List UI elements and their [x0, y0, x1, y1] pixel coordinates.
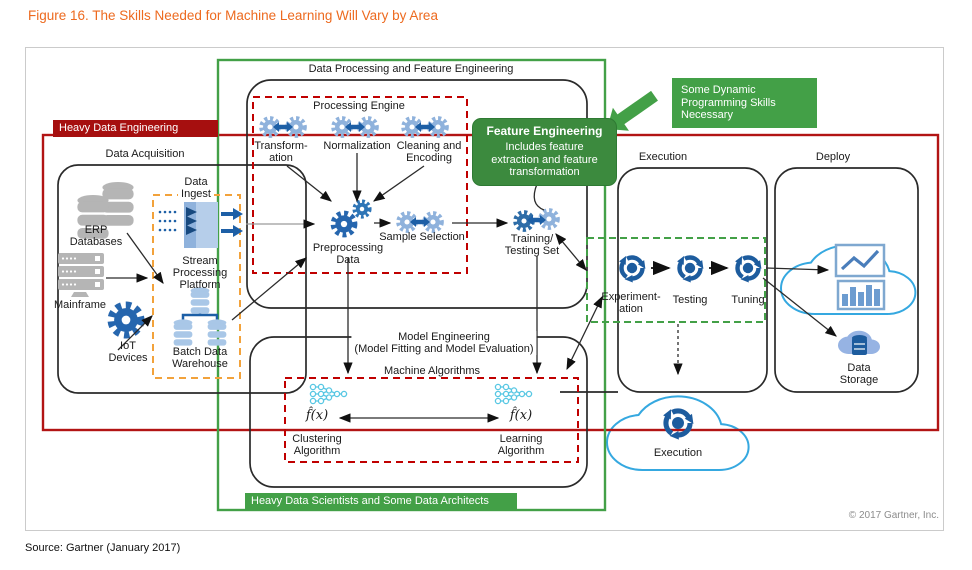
feature-engineering-callout: Feature Engineering Includes feature ext…	[472, 118, 617, 186]
training-testing-icon	[516, 211, 558, 230]
training-testing-label: Training/Testing Set	[504, 233, 560, 257]
bar-chart-icon	[836, 279, 886, 311]
clustering-network-icon	[309, 383, 348, 405]
data-ingest-title: Data Ingest	[178, 176, 214, 200]
execution-box	[617, 167, 768, 393]
stream-processing-icon	[158, 202, 243, 248]
dynamic-skills-callout: Some Dynamic Programming Skills Necessar…	[672, 78, 817, 128]
transformation-icon	[262, 119, 305, 136]
tuning-label: Tuning	[731, 294, 765, 306]
learning-network-icon	[494, 383, 533, 405]
data-ingest-box	[152, 194, 241, 379]
iot-devices-icon	[112, 306, 141, 335]
testing-icon	[677, 254, 706, 283]
heavy-data-engineering-banner: Heavy Data Engineering	[53, 120, 218, 137]
data-storage-icon	[838, 330, 880, 355]
callout-arrow	[607, 90, 658, 131]
tuning-icon	[735, 254, 764, 283]
mainframe-label: Mainframe	[54, 299, 106, 311]
pipeline-box	[246, 79, 588, 309]
testing-label: Testing	[672, 294, 708, 306]
processing-engine-title: Processing Engine	[310, 100, 408, 112]
preprocessing-icon	[334, 202, 370, 235]
source-text: Source: Gartner (January 2017)	[25, 542, 181, 554]
execution-cloud-label: Execution	[653, 447, 703, 459]
data-acquisition-box	[57, 164, 307, 394]
stream-label: Stream Processing Platform	[172, 255, 228, 291]
mainframe-icon	[58, 253, 104, 297]
arrows	[106, 153, 837, 423]
experimentation-label: Experiment-ation	[601, 291, 661, 315]
data-processing-region	[216, 58, 607, 512]
model-engineering-title: Model Engineering (Model Fitting and Mod…	[351, 331, 537, 355]
sample-selection-label: Sample Selection	[379, 231, 465, 243]
deploy-box	[774, 167, 919, 393]
heavy-data-scientists-banner: Heavy Data Scientists and Some Data Arch…	[245, 493, 517, 510]
execution-title: Execution	[638, 151, 688, 163]
cleaning-encoding-icon	[404, 119, 447, 136]
figure-canvas-border	[25, 47, 944, 531]
deploy-title: Deploy	[815, 151, 851, 163]
transformation-label: Transform-ation	[254, 140, 308, 164]
machine-algorithms-box	[284, 377, 579, 463]
experimentation-icon	[619, 254, 648, 283]
copyright-text: © 2017 Gartner, Inc.	[848, 510, 939, 521]
fx-left-label: f̂(x)	[305, 408, 329, 423]
batch-warehouse-icon	[173, 287, 227, 346]
fx-right-label: f̂(x)	[509, 408, 533, 423]
figure-title: Figure 16. The Skills Needed for Machine…	[28, 8, 438, 23]
normalization-label: Normalization	[323, 140, 391, 152]
machine-algorithms-title: Machine Algorithms	[381, 365, 483, 377]
data-processing-title: Data Processing and Feature Engineering	[308, 63, 514, 75]
data-acquisition-title: Data Acquisition	[105, 148, 185, 160]
sample-selection-icon	[399, 214, 442, 231]
line-chart-icon	[834, 243, 886, 278]
normalization-icon	[334, 119, 377, 136]
processing-engine-box	[252, 96, 468, 274]
